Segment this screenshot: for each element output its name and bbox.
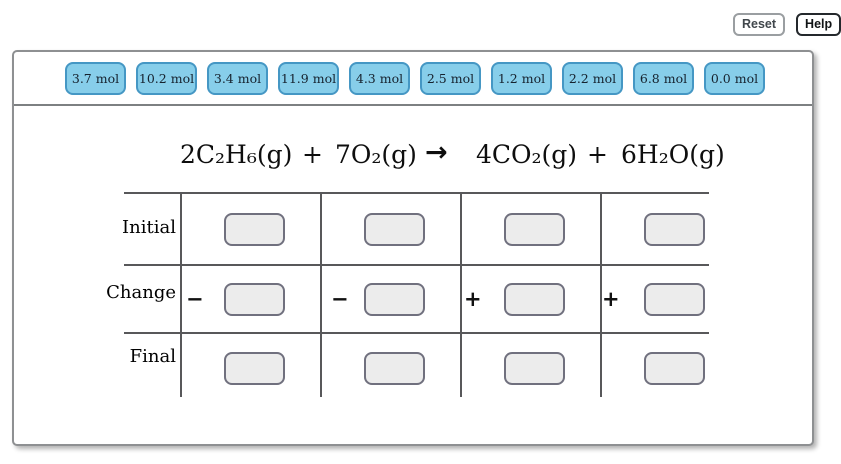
table-top-line [124, 192, 709, 194]
row-label-final: Final [129, 346, 176, 367]
table-initial-change-line [124, 264, 709, 266]
mole-chip-7[interactable]: 1.2 mol [491, 61, 552, 95]
drop-slot-initial-1[interactable] [224, 213, 285, 246]
table-column-divider-3 [600, 192, 602, 397]
drop-slot-change-3[interactable] [504, 283, 565, 316]
row-label-change: Change [106, 282, 176, 303]
activity-panel: 3.7 mol 10.2 mol 3.4 mol 11.9 mol 4.3 mo… [12, 50, 814, 446]
equation-reactant-2: 7O₂(g) [335, 140, 417, 169]
equation-product-2: 6H₂O(g) [621, 140, 725, 169]
mole-chip-3[interactable]: 3.4 mol [207, 61, 268, 95]
help-button[interactable]: Help [796, 13, 841, 36]
drop-slot-final-1[interactable] [224, 352, 285, 385]
mole-chip-4[interactable]: 11.9 mol [278, 61, 339, 95]
page-controls: Reset Help [733, 13, 841, 36]
change-operator-plus-2: + [602, 287, 620, 311]
drop-slot-final-4[interactable] [644, 352, 705, 385]
change-operator-plus-1: + [464, 287, 482, 311]
mole-chip-5[interactable]: 4.3 mol [349, 61, 410, 95]
reaction-arrow-icon: → [425, 137, 448, 168]
equation-reactant-1: 2C₂H₆(g) [180, 140, 293, 169]
drop-slot-change-1[interactable] [224, 283, 285, 316]
equation-plus-1: + [302, 140, 323, 169]
change-operator-minus-2: − [331, 287, 349, 311]
mole-chip-10[interactable]: 0.0 mol [704, 61, 765, 95]
mole-chip-9[interactable]: 6.8 mol [633, 61, 694, 95]
mole-chip-bank: 3.7 mol 10.2 mol 3.4 mol 11.9 mol 4.3 mo… [14, 52, 812, 106]
drop-slot-final-3[interactable] [504, 352, 565, 385]
table-column-divider-1 [320, 192, 322, 397]
drop-slot-initial-3[interactable] [504, 213, 565, 246]
reset-button[interactable]: Reset [733, 13, 786, 36]
row-label-initial: Initial [122, 217, 176, 238]
table-column-divider-2 [460, 192, 462, 397]
mole-chip-6[interactable]: 2.5 mol [420, 61, 481, 95]
mole-chip-1[interactable]: 3.7 mol [65, 61, 126, 95]
mole-chip-2[interactable]: 10.2 mol [136, 61, 197, 95]
equation-plus-2: + [587, 140, 608, 169]
mole-chip-8[interactable]: 2.2 mol [562, 61, 623, 95]
change-operator-minus-1: − [186, 287, 204, 311]
drop-slot-initial-2[interactable] [364, 213, 425, 246]
equation-product-1: 4CO₂(g) [476, 140, 578, 169]
drop-slot-initial-4[interactable] [644, 213, 705, 246]
table-change-final-line [124, 332, 709, 334]
drop-slot-change-2[interactable] [364, 283, 425, 316]
drop-slot-final-2[interactable] [364, 352, 425, 385]
table-label-divider-line [180, 192, 182, 397]
drop-slot-change-4[interactable] [644, 283, 705, 316]
